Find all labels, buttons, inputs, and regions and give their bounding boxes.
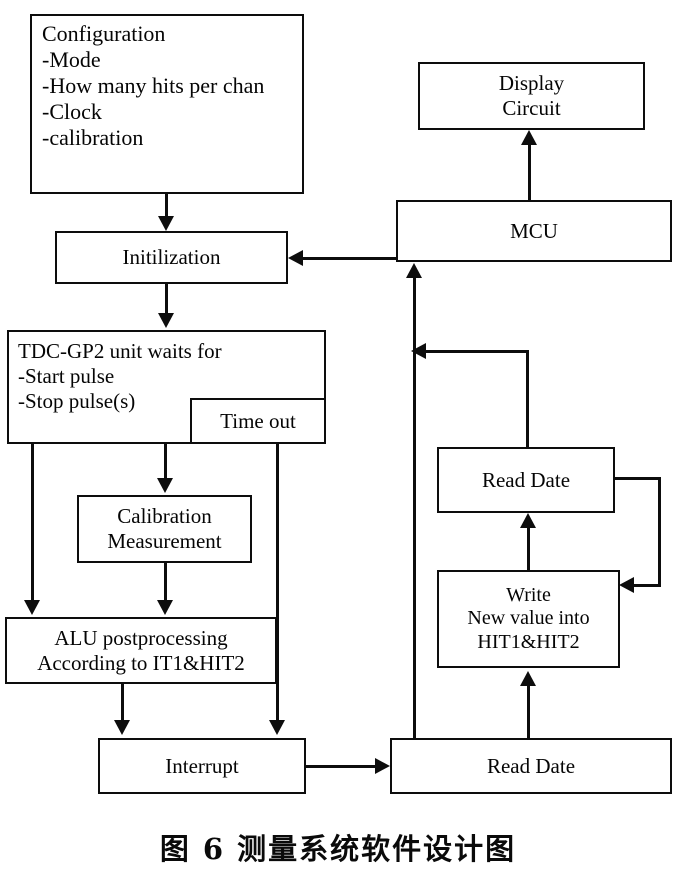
arrowhead-mcu-to-initilization (288, 250, 303, 266)
node-initilization-label: Initilization (122, 245, 221, 270)
edge-read-date-upper-loop-out (613, 477, 661, 480)
edge-initilization-to-tdc (165, 284, 168, 314)
edge-read-date-upper-loop-down (658, 477, 661, 586)
arrowhead-mcu-to-display-circuit (521, 130, 537, 145)
edge-calibration-to-alu (164, 563, 167, 601)
arrowhead-calibration-to-alu (157, 600, 173, 615)
node-mcu-label: MCU (510, 218, 558, 243)
edge-interrupt-to-read-date-lower (306, 765, 376, 768)
arrowhead-tdc-to-calibration (157, 478, 173, 493)
edge-mcu-to-initilization (303, 257, 398, 260)
arrowhead-read-date-lower-to-mcu (406, 263, 422, 278)
arrowhead-read-date-lower-to-write (520, 671, 536, 686)
edge-read-date-upper-riser (526, 350, 529, 448)
edge-tdc-to-calibration (164, 444, 167, 479)
arrowhead-configuration-to-initilization (158, 216, 174, 231)
node-configuration: Configuration -Mode -How many hits per c… (30, 14, 304, 194)
node-time-out-label: Time out (220, 408, 296, 433)
node-read-date-lower: Read Date (390, 738, 672, 794)
node-tdc-gp2: TDC-GP2 unit waits for -Start pulse -Sto… (7, 330, 326, 444)
edge-timeout-to-interrupt (276, 444, 279, 722)
node-display-circuit-label: Display Circuit (498, 71, 565, 120)
node-calibration-measurement: Calibration Measurement (77, 495, 252, 563)
arrowhead-initilization-to-tdc (158, 313, 174, 328)
arrowhead-read-date-upper-to-trunk (411, 343, 426, 359)
arrowhead-write-to-read-date-upper (520, 513, 536, 528)
node-mcu: MCU (396, 200, 672, 262)
node-alu-postprocessing-label: ALU postprocessing According to IT1&HIT2 (37, 625, 245, 675)
node-read-date-lower-label: Read Date (486, 753, 576, 778)
edge-read-date-upper-loop-in (634, 584, 661, 587)
node-display-circuit: Display Circuit (418, 62, 645, 130)
arrowhead-loop-into-write (619, 577, 634, 593)
edge-read-date-lower-to-mcu (413, 278, 416, 738)
node-write-hit: Write New value into HIT1&HIT2 (437, 570, 620, 668)
figure-caption: 图 6 测量系统软件设计图 (159, 832, 517, 866)
node-write-hit-label: Write New value into HIT1&HIT2 (467, 583, 590, 653)
edge-configuration-to-initilization (165, 194, 168, 219)
node-time-out: Time out (190, 398, 326, 444)
edge-alu-to-interrupt (121, 684, 124, 722)
edge-read-date-lower-to-write (527, 686, 530, 738)
node-configuration-label: Configuration -Mode -How many hits per c… (42, 21, 265, 150)
node-read-date-upper: Read Date (437, 447, 615, 513)
node-initilization: Initilization (55, 231, 288, 284)
node-interrupt-label: Interrupt (165, 753, 239, 778)
arrowhead-interrupt-to-read-date-lower (375, 758, 390, 774)
arrowhead-timeout-to-interrupt (269, 720, 285, 735)
node-tdc-gp2-label: TDC-GP2 unit waits for -Start pulse -Sto… (18, 339, 222, 413)
node-interrupt: Interrupt (98, 738, 306, 794)
edge-tdc-to-alu-left (31, 444, 34, 601)
node-read-date-upper-label: Read Date (481, 467, 571, 492)
edge-write-to-read-date-upper (527, 528, 530, 570)
edge-read-date-upper-to-trunk (426, 350, 529, 353)
arrowhead-tdc-to-alu-left (24, 600, 40, 615)
arrowhead-alu-to-interrupt (114, 720, 130, 735)
node-alu-postprocessing: ALU postprocessing According to IT1&HIT2 (5, 617, 277, 684)
edge-mcu-to-display-circuit (528, 145, 531, 201)
node-calibration-measurement-label: Calibration Measurement (107, 504, 222, 553)
